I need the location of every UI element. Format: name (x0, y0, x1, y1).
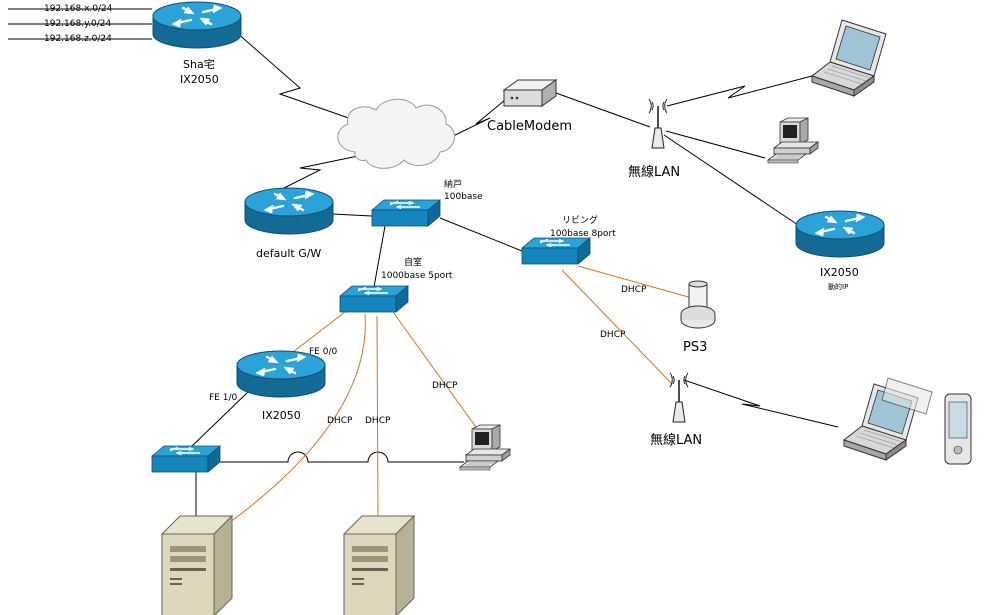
internet-cloud (337, 98, 455, 169)
fe00-label: FE 0/0 (309, 347, 337, 357)
ps3-label: PS3 (683, 340, 707, 355)
router-icon (151, 0, 243, 50)
sha-router-name: Sha宅 (183, 57, 215, 71)
switch-bottom (151, 445, 221, 473)
laptop-upper (811, 19, 887, 97)
switch-nando (371, 199, 441, 227)
dhcp-pc-label: DHCP (432, 381, 458, 391)
server-icon (343, 515, 415, 615)
sha-router-model: IX2050 (180, 73, 219, 86)
router-icon (243, 186, 335, 236)
wireless-ap-icon (648, 98, 668, 149)
desktop-pc-icon (459, 424, 511, 471)
network-label-x: 192.168.x.0/24 (44, 4, 113, 14)
wlan-upper-label: 無線LAN (628, 164, 680, 180)
switch-jishitsu (339, 285, 409, 313)
network-label-y: 192.168.y.0/24 (44, 19, 111, 29)
ix2050-local-label: IX2050 (262, 409, 301, 422)
cable-modem-label: CableModem (487, 119, 572, 134)
wireless-ap-lower (669, 372, 689, 423)
router-ix2050-local (235, 349, 327, 399)
nando-switch-spec: 100base (444, 192, 483, 202)
jishitsu-switch-spec: 1000base 5port (381, 271, 453, 281)
router-sha (151, 0, 243, 50)
cable-modem-icon (502, 79, 558, 107)
fe10-label: FE 1/0 (209, 393, 237, 403)
living-switch-name: リビング (562, 214, 598, 226)
links-black (8, 8, 839, 520)
dhcp-ps3-label: DHCP (621, 285, 647, 295)
pc-upper-right (767, 117, 819, 164)
server-middle (343, 515, 415, 615)
living-switch-spec: 100base 8port (550, 229, 616, 239)
links-orange (221, 265, 693, 529)
router-icon (794, 209, 886, 259)
server-icon (161, 515, 233, 615)
nando-switch-name: 納戸 (444, 178, 462, 190)
default-gw-label: default G/W (256, 247, 321, 260)
ix2050-remote-note: 動的IP (828, 282, 848, 291)
router-default-gw (243, 186, 335, 236)
pda (944, 393, 972, 465)
server-left (161, 515, 233, 615)
switch-living (521, 237, 591, 265)
wireless-ap-icon (669, 372, 689, 423)
ix2050-remote-label: IX2050 (820, 266, 859, 279)
cable-modem (502, 79, 558, 107)
dhcp-wlan-label: DHCP (600, 330, 626, 340)
game-console-icon (680, 280, 716, 329)
pc-bottom (459, 424, 511, 471)
router-icon (235, 349, 327, 399)
switch-icon (151, 445, 221, 473)
pda-icon (944, 393, 972, 465)
dhcp-server1-label: DHCP (327, 416, 353, 426)
jishitsu-switch-name: 自室 (404, 256, 422, 268)
switch-icon (521, 237, 591, 265)
switch-icon (339, 285, 409, 313)
dhcp-server2-label: DHCP (365, 416, 391, 426)
router-ix2050-remote (794, 209, 886, 259)
laptop-lower-back (881, 377, 933, 415)
desktop-pc-icon (767, 117, 819, 164)
wireless-ap-upper (648, 98, 668, 149)
network-label-z: 192.168.z.0/24 (44, 34, 112, 44)
switch-icon (371, 199, 441, 227)
laptop-icon (811, 19, 887, 97)
ps3 (680, 280, 716, 329)
wlan-lower-label: 無線LAN (650, 432, 702, 448)
